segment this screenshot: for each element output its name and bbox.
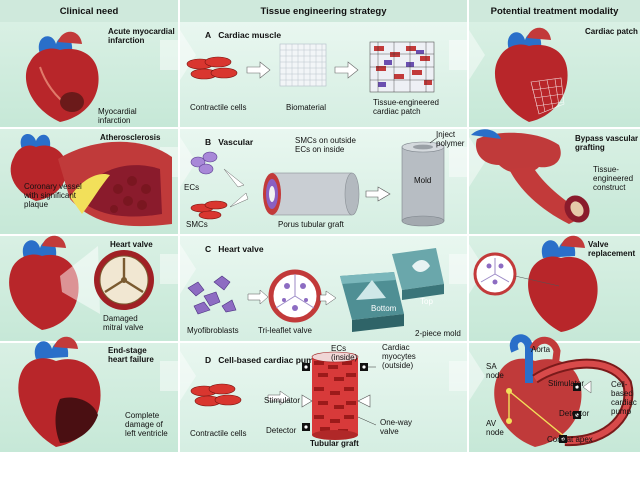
need-title-heart-valve: Heart valve bbox=[110, 240, 153, 249]
treatment-title-valve: Valve replacement bbox=[588, 240, 636, 258]
section-d-letter: D bbox=[205, 355, 212, 365]
header-strategy-label: Tissue engineering strategy bbox=[260, 5, 387, 17]
label-smcs: SMCs bbox=[186, 220, 208, 229]
label-stimulator-pump: Stimulator bbox=[548, 379, 585, 388]
label-biomaterial: Biomaterial bbox=[286, 103, 327, 112]
header-modality: Potential treatment modality bbox=[469, 0, 640, 22]
label-av-node: AV node bbox=[486, 419, 504, 437]
atherosclerosis-illustration bbox=[10, 134, 172, 227]
section-d-label: Cell-based cardiac pump bbox=[218, 355, 319, 365]
label-porus-tubular-graft: Porus tubular graft bbox=[278, 220, 344, 229]
treatment-label-tissue-construct: Tissue- engineered construct bbox=[593, 165, 634, 192]
cardiac-muscle-diagram bbox=[186, 41, 435, 93]
label-ecs: ECs bbox=[184, 183, 200, 192]
label-tubular-graft: Tubular graft bbox=[310, 439, 359, 448]
cardiac-pump-diagram bbox=[190, 351, 377, 440]
label-myofibroblasts: Myofibroblasts bbox=[187, 326, 239, 335]
section-d-title: D Cell-based cardiac pump bbox=[205, 355, 319, 365]
label-stimulator-d: Stimulator bbox=[264, 396, 301, 405]
label-contractile-cells-a: Contractile cells bbox=[190, 103, 247, 112]
section-b-label: Vascular bbox=[218, 137, 254, 147]
need-label-infarction: Myocardial infarction bbox=[98, 107, 137, 125]
need-label-coronary-vessel: Coronary vessel with significant plaque bbox=[24, 182, 82, 209]
need-title-atherosclerosis: Atherosclerosis bbox=[100, 133, 161, 142]
label-smc-ec-note: SMCs on outside ECs on inside bbox=[295, 136, 356, 154]
header-clinical-need: Clinical need bbox=[0, 0, 178, 22]
label-bottom: Bottom bbox=[371, 304, 397, 313]
section-a-label: Cardiac muscle bbox=[218, 30, 282, 40]
label-detector-d: Detector bbox=[266, 426, 297, 435]
label-one-way-valve: One-way valve bbox=[380, 418, 413, 436]
header-clinical-label: Clinical need bbox=[59, 5, 119, 17]
section-a-title: A Cardiac muscle bbox=[205, 30, 281, 40]
header-strategy: Tissue engineering strategy bbox=[180, 0, 467, 22]
section-a-letter: A bbox=[205, 30, 212, 40]
heart-with-patch-illustration bbox=[494, 27, 568, 122]
heart-infarction-illustration bbox=[25, 31, 99, 122]
label-contractile-cells-d: Contractile cells bbox=[190, 429, 247, 438]
label-cell-based-pump: Cell- based cardiac pump bbox=[611, 380, 637, 416]
label-trileaflet-valve: Tri-leaflet valve bbox=[258, 326, 312, 335]
damaged-valve-illustration bbox=[9, 235, 154, 330]
section-b-letter: B bbox=[205, 137, 212, 147]
label-cardiac-myocytes: Cardiac myocytes (outside) bbox=[382, 343, 416, 370]
section-c-label: Heart valve bbox=[218, 244, 264, 254]
label-ecs-inside: ECs (inside) bbox=[331, 344, 358, 362]
label-inject-polymer: Inject polymer bbox=[436, 130, 465, 148]
valve-replacement-illustration bbox=[473, 235, 598, 332]
treatment-title-bypass: Bypass vascular grafting bbox=[575, 134, 639, 152]
section-b-title: B Vascular bbox=[205, 137, 253, 147]
cell-based-pump-heart-illustration bbox=[494, 334, 634, 447]
label-core-at-apex: Core at apex bbox=[547, 435, 593, 444]
bypass-graft-illustration bbox=[471, 129, 590, 224]
need-title-heart-failure: End-stage heart failure bbox=[108, 346, 154, 364]
need-label-damaged-valve: Damaged mitral valve bbox=[103, 314, 144, 332]
label-sa-node: SA node bbox=[486, 362, 504, 380]
label-aorta: Aorta bbox=[531, 345, 551, 354]
label-top: Top bbox=[420, 297, 433, 306]
treatment-title-cardiac-patch: Cardiac patch bbox=[585, 27, 638, 36]
need-title-infarction: Acute myocardial infarction bbox=[108, 27, 175, 45]
label-2-piece-mold: 2-piece mold bbox=[415, 329, 461, 338]
section-c-title: C Heart valve bbox=[205, 244, 264, 254]
header-modality-label: Potential treatment modality bbox=[490, 5, 619, 17]
section-c-letter: C bbox=[205, 244, 212, 254]
label-mold-b: Mold bbox=[414, 176, 432, 185]
label-cardiac-patch-construct: Tissue-engineered cardiac patch bbox=[373, 98, 439, 116]
label-detector-pump: Detector bbox=[559, 409, 590, 418]
vascular-graft-diagram bbox=[190, 136, 445, 227]
need-label-left-ventricle: Complete damage of left ventricle bbox=[125, 411, 168, 438]
heart-valve-mold-diagram bbox=[187, 248, 444, 332]
heart-failure-illustration bbox=[18, 336, 101, 447]
